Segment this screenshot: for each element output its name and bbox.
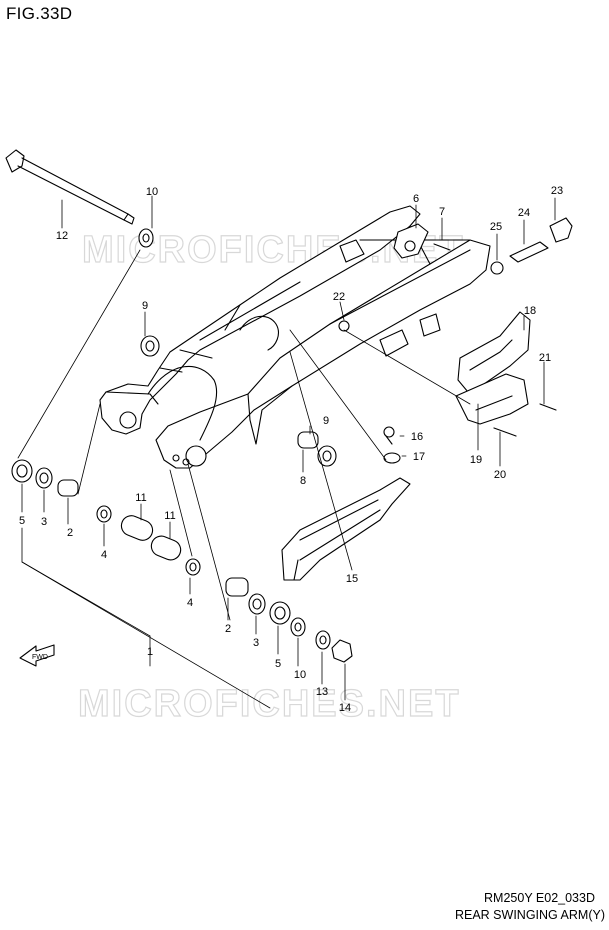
callout-13: 13 xyxy=(316,686,328,698)
callout-7: 7 xyxy=(439,206,445,218)
callout-9: 9 xyxy=(323,415,329,427)
figure-id: FIG.33D xyxy=(6,4,73,23)
callout-15: 15 xyxy=(346,573,358,585)
callout-4: 4 xyxy=(187,597,193,609)
callout-3: 3 xyxy=(41,516,47,528)
callout-18: 18 xyxy=(524,305,536,317)
small-parts xyxy=(11,217,573,663)
callout-17: 17 xyxy=(413,451,425,463)
callout-20: 20 xyxy=(494,469,506,481)
drawing-title: REAR SWINGING ARM(Y) xyxy=(454,908,605,922)
swing-arm xyxy=(99,205,491,469)
bushings xyxy=(120,515,182,561)
callout-1: 1 xyxy=(147,646,153,658)
callout-19: 19 xyxy=(470,454,482,466)
callout-12: 12 xyxy=(56,230,68,242)
chain-slider xyxy=(281,477,411,581)
callout-10: 10 xyxy=(294,669,306,681)
callout-24: 24 xyxy=(518,207,530,219)
drawing-code: RM250Y E02_033D xyxy=(484,891,595,905)
callout-5: 5 xyxy=(19,515,25,527)
callout-21: 21 xyxy=(539,352,551,364)
callout-4: 4 xyxy=(101,549,107,561)
watermark-bottom: MICROFICHES.NET xyxy=(78,683,461,725)
callout-5: 5 xyxy=(275,658,281,670)
callout-16: 16 xyxy=(411,431,423,443)
leader-lines xyxy=(17,195,556,709)
callout-23: 23 xyxy=(551,185,563,197)
callout-6: 6 xyxy=(413,193,419,205)
callout-labels: 1 2 2 3 3 4 4 5 5 6 7 8 9 9 10 10 11 11 … xyxy=(19,185,563,714)
fwd-label: FWD xyxy=(32,654,48,661)
callout-3: 3 xyxy=(253,637,259,649)
callout-10: 10 xyxy=(146,186,158,198)
pivot-shaft xyxy=(5,149,135,225)
callout-25: 25 xyxy=(490,221,502,233)
callout-11: 11 xyxy=(135,492,146,504)
callout-11: 11 xyxy=(164,510,175,522)
fwd-arrow-icon: FWD xyxy=(19,644,55,667)
callout-2: 2 xyxy=(67,527,73,539)
callout-22: 22 xyxy=(333,291,345,303)
callout-9: 9 xyxy=(142,300,148,312)
chain-guide xyxy=(455,311,531,425)
callout-14: 14 xyxy=(339,702,351,714)
callout-2: 2 xyxy=(225,623,231,635)
callout-8: 8 xyxy=(300,475,306,487)
